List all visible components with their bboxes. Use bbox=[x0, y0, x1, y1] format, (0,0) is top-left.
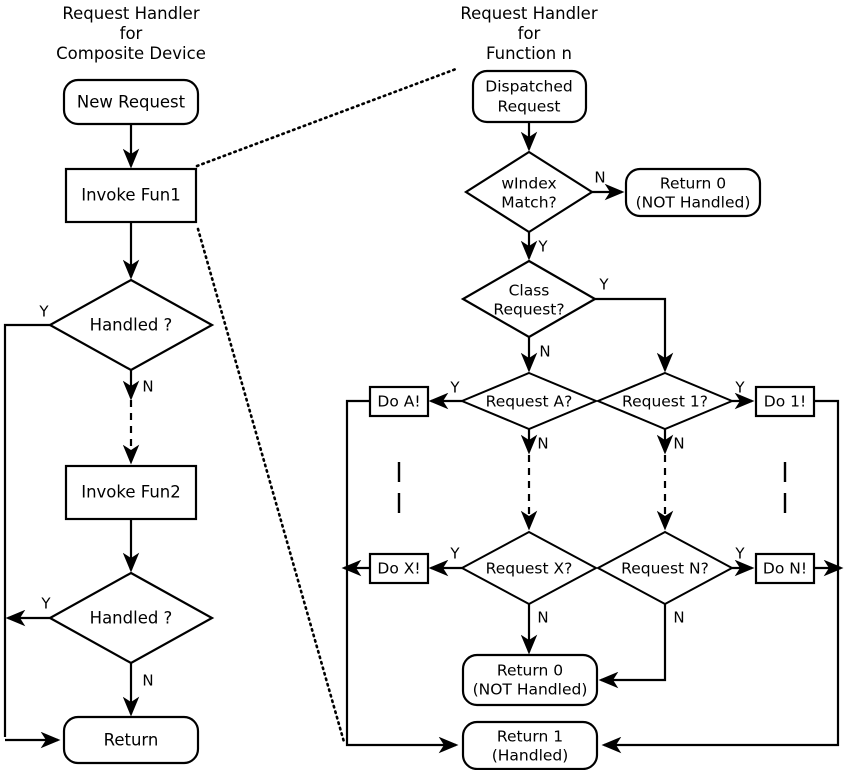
node-do-1[interactable]: Do 1! bbox=[754, 385, 816, 418]
edge-class-yes-to-request-1 bbox=[595, 297, 674, 373]
node-return1[interactable]: Return 1 (Handled) bbox=[461, 720, 599, 770]
node-do-1-label: Do 1! bbox=[764, 393, 806, 411]
node-return[interactable]: Return bbox=[62, 715, 200, 765]
node-dispatched-request-line-2: Request bbox=[498, 98, 561, 116]
node-return0-bottom-line-1: Return 0 bbox=[497, 662, 563, 680]
node-return0-bottom-line-2: (NOT Handled) bbox=[473, 681, 588, 699]
node-invoke-fun1-label: Invoke Fun1 bbox=[81, 186, 181, 205]
node-request-x[interactable]: Request X? bbox=[459, 530, 599, 606]
node-new-request-label: New Request bbox=[77, 93, 186, 112]
left-panel-group: Request Handler for Composite Device New… bbox=[3, 4, 215, 765]
edge-label-request-a-yes: Y bbox=[449, 379, 460, 397]
edge-label-handled-1-yes: Y bbox=[38, 303, 49, 321]
edge-label-windex-yes: Y bbox=[537, 238, 548, 256]
node-dispatched-request[interactable]: Dispatched Request bbox=[471, 69, 588, 124]
node-return-shape bbox=[62, 715, 200, 765]
edge-request-n-no-to-return0 bbox=[598, 604, 667, 689]
left-title-line-1: Request Handler bbox=[62, 4, 199, 23]
right-panel-group: Request Handler for Function n Dispatche… bbox=[341, 4, 844, 770]
right-panel-title: Request Handler for Function n bbox=[460, 4, 597, 63]
edge-label-handled-1-no: N bbox=[142, 378, 153, 396]
node-do-n[interactable]: Do N! bbox=[754, 552, 816, 585]
node-request-x-label: Request X? bbox=[486, 560, 573, 578]
edge-label-request-n-no: N bbox=[673, 609, 684, 627]
node-return1-shape bbox=[461, 720, 599, 770]
node-do-a-shape bbox=[368, 385, 430, 418]
node-do-a-label: Do A! bbox=[377, 393, 420, 411]
edge-label-request-x-no: N bbox=[537, 609, 548, 627]
node-return0-top-shape bbox=[624, 167, 762, 218]
node-handled-1[interactable]: Handled ? bbox=[47, 278, 215, 372]
edge-label-handled-2-no: N bbox=[142, 672, 153, 690]
node-windex-match[interactable]: wIndex Match? bbox=[463, 150, 595, 234]
node-return0-top[interactable]: Return 0 (NOT Handled) bbox=[624, 167, 762, 218]
edge-label-request-1-yes: Y bbox=[734, 379, 745, 397]
node-handled-2[interactable]: Handled ? bbox=[47, 571, 215, 665]
node-return0-bottom[interactable]: Return 0 (NOT Handled) bbox=[461, 653, 599, 707]
node-invoke-fun2-label: Invoke Fun2 bbox=[81, 483, 181, 502]
node-return1-line-2: (Handled) bbox=[492, 747, 569, 765]
node-do-n-label: Do N! bbox=[763, 560, 807, 578]
node-class-request[interactable]: Class Request? bbox=[460, 259, 598, 339]
right-title-line-3: Function n bbox=[486, 44, 572, 63]
node-return0-bottom-shape bbox=[461, 653, 599, 707]
edge-label-request-a-no: N bbox=[537, 435, 548, 453]
node-invoke-fun1-shape bbox=[64, 167, 198, 224]
left-title-line-3: Composite Device bbox=[56, 44, 206, 63]
node-do-a[interactable]: Do A! bbox=[368, 385, 430, 418]
node-return0-top-line-1: Return 0 bbox=[660, 175, 726, 193]
node-return0-top-line-2: (NOT Handled) bbox=[636, 194, 751, 212]
node-request-a-label: Request A? bbox=[486, 393, 573, 411]
node-class-request-line-2: Request? bbox=[493, 301, 564, 319]
node-return1-line-1: Return 1 bbox=[497, 728, 563, 746]
node-return-label: Return bbox=[104, 731, 159, 750]
callout-line-upper bbox=[195, 67, 458, 168]
edge-handled-1-yes-to-return-rail bbox=[3, 323, 50, 737]
right-title-line-1: Request Handler bbox=[460, 4, 597, 23]
node-invoke-fun1[interactable]: Invoke Fun1 bbox=[64, 167, 198, 224]
edge-label-request-1-no: N bbox=[673, 435, 684, 453]
edge-label-windex-no: N bbox=[594, 169, 605, 187]
node-class-request-line-1: Class bbox=[509, 282, 550, 300]
node-windex-match-line-2: Match? bbox=[501, 194, 557, 212]
left-panel-title: Request Handler for Composite Device bbox=[56, 4, 206, 63]
node-request-a[interactable]: Request A? bbox=[459, 371, 599, 431]
node-invoke-fun2[interactable]: Invoke Fun2 bbox=[64, 464, 198, 521]
edge-label-handled-2-yes: Y bbox=[40, 595, 51, 613]
left-title-line-2: for bbox=[120, 24, 143, 43]
node-do-1-shape bbox=[754, 385, 816, 418]
node-request-1[interactable]: Request 1? bbox=[595, 371, 735, 431]
node-new-request[interactable]: New Request bbox=[62, 78, 200, 126]
edge-label-request-x-yes: Y bbox=[449, 545, 460, 563]
node-dispatched-request-line-1: Dispatched bbox=[485, 78, 572, 96]
node-do-x-label: Do X! bbox=[377, 560, 420, 578]
callout-line-lower bbox=[196, 227, 346, 744]
node-handled-1-label: Handled ? bbox=[90, 316, 173, 335]
edge-label-request-n-yes: Y bbox=[734, 545, 745, 563]
node-request-1-label: Request 1? bbox=[622, 393, 708, 411]
edge-label-class-yes: Y bbox=[598, 276, 609, 294]
node-do-x[interactable]: Do X! bbox=[368, 552, 430, 585]
node-handled-2-label: Handled ? bbox=[90, 609, 173, 628]
node-request-n-label: Request N? bbox=[621, 560, 709, 578]
right-title-line-2: for bbox=[518, 24, 541, 43]
node-request-n[interactable]: Request N? bbox=[595, 530, 735, 606]
node-windex-match-line-1: wIndex bbox=[501, 175, 556, 193]
edge-label-class-no: N bbox=[539, 343, 550, 361]
